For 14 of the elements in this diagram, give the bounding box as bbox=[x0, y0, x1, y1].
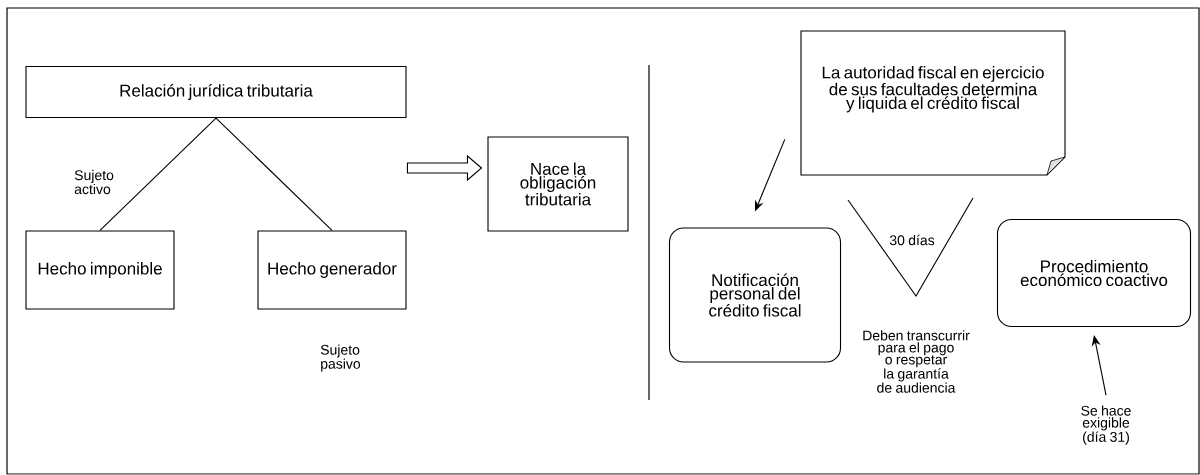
rounded-box: Procedimiento económico coactivo bbox=[996, 218, 1192, 328]
note-text: Se hace exigible (día 31) bbox=[1081, 405, 1131, 445]
note-text: Deben transcurrir para el pago o respetar la garantía de audiencia bbox=[863, 330, 970, 393]
process-box: Hecho imponible bbox=[25, 230, 175, 310]
connector-line bbox=[99, 117, 217, 231]
arrow bbox=[1091, 335, 1107, 396]
label: Sujeto activo bbox=[74, 169, 114, 195]
connector-line bbox=[215, 117, 333, 231]
process-box: Nace la obligación tributaria bbox=[487, 136, 629, 232]
process-box: Hecho generador bbox=[257, 230, 407, 310]
label: Sujeto pasivo bbox=[320, 344, 361, 372]
process-box: Relación jurídica tributaria bbox=[25, 65, 407, 119]
rounded-box: Notificación personal del crédito fiscal bbox=[668, 227, 842, 363]
note-box: La autoridad fiscal en ejercicio de sus facultades determina y liquida el crédito fiscal bbox=[800, 30, 1066, 176]
